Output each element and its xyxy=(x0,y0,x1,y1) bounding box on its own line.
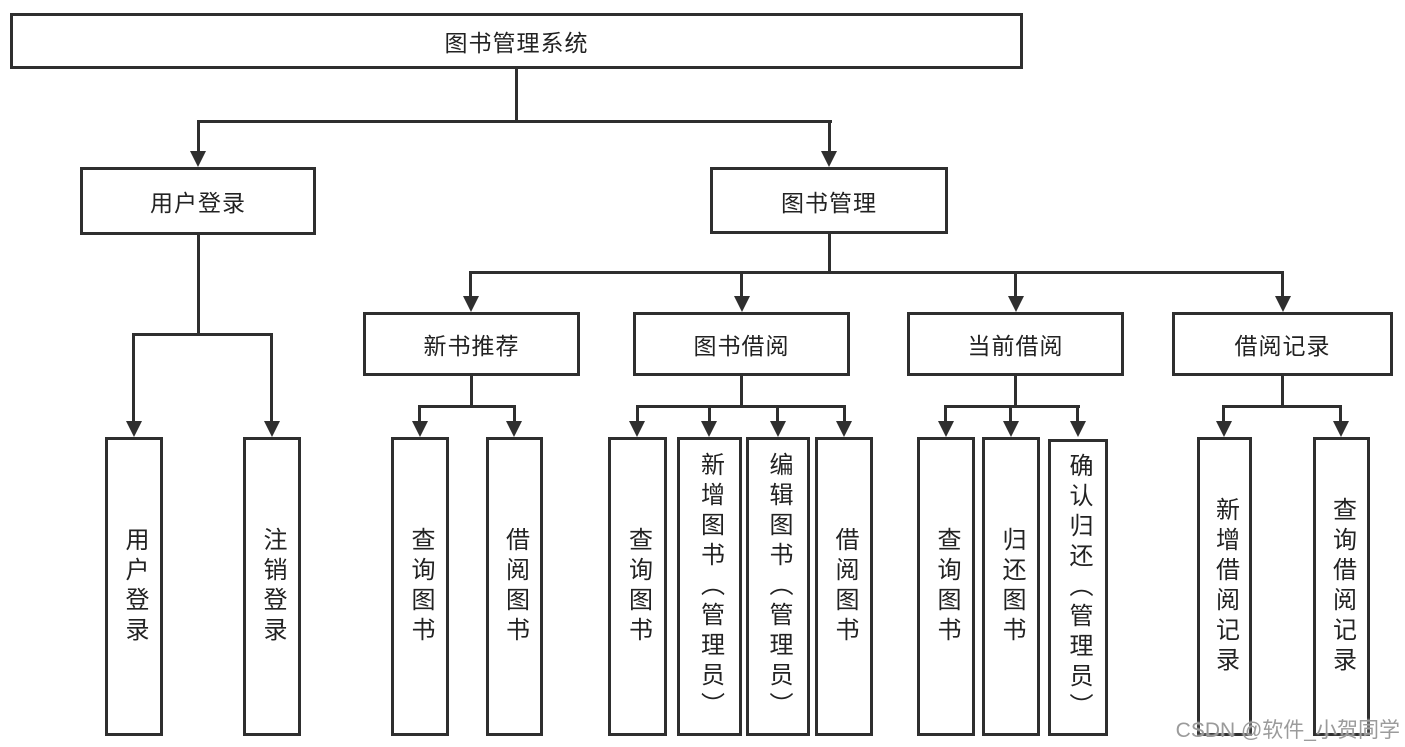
connector-line xyxy=(944,405,947,423)
connector-line xyxy=(944,405,1080,408)
leaf-node-logout: 注销登录 xyxy=(243,437,301,736)
connector-line xyxy=(132,333,273,336)
arrow-down-icon xyxy=(629,421,645,437)
connector-line xyxy=(515,68,518,123)
connector-line xyxy=(418,405,421,423)
connector-line xyxy=(132,333,135,423)
section-node-book-borrowing: 图书借阅 xyxy=(633,312,850,376)
connector-line xyxy=(636,405,639,423)
connector-line xyxy=(513,405,516,423)
connector-line xyxy=(1281,271,1284,298)
connector-line xyxy=(843,405,846,423)
branch-node-user-login: 用户登录 xyxy=(80,167,316,235)
connector-line xyxy=(470,376,473,407)
connector-line xyxy=(469,271,1284,274)
connector-line xyxy=(270,333,273,423)
connector-line xyxy=(197,120,832,123)
arrow-down-icon xyxy=(1333,421,1349,437)
branch-node-book-management: 图书管理 xyxy=(710,167,948,234)
arrow-down-icon xyxy=(1008,296,1024,312)
leaf-node-confirm-return-admin: 确认归还（管理员） xyxy=(1048,439,1108,736)
section-node-current-borrowing: 当前借阅 xyxy=(907,312,1124,376)
arrow-down-icon xyxy=(770,421,786,437)
connector-line xyxy=(1014,271,1017,298)
arrow-down-icon xyxy=(506,421,522,437)
root-node-book-management-system: 图书管理系统 xyxy=(10,13,1023,69)
connector-line xyxy=(1339,405,1342,423)
leaf-node-query-books: 查询图书 xyxy=(917,437,975,736)
arrow-down-icon xyxy=(821,151,837,167)
section-node-new-book-recommendation: 新书推荐 xyxy=(363,312,580,376)
section-node-borrowing-records: 借阅记录 xyxy=(1172,312,1393,376)
connector-line xyxy=(1014,376,1017,407)
leaf-node-user-login: 用户登录 xyxy=(105,437,163,736)
connector-line xyxy=(708,405,711,423)
connector-line xyxy=(1222,405,1225,423)
csdn-watermark: CSDN @软件_小贺同学 xyxy=(1175,719,1400,742)
arrow-down-icon xyxy=(1275,296,1291,312)
connector-line xyxy=(740,271,743,298)
arrow-down-icon xyxy=(1003,421,1019,437)
arrow-down-icon xyxy=(836,421,852,437)
connector-line xyxy=(197,235,200,335)
leaf-node-edit-books-admin: 编辑图书（管理员） xyxy=(746,437,810,736)
leaf-node-borrow-books: 借阅图书 xyxy=(815,437,873,736)
connector-line xyxy=(1009,405,1012,423)
connector-line xyxy=(828,234,831,274)
arrow-down-icon xyxy=(190,151,206,167)
connector-line xyxy=(776,405,779,423)
leaf-node-return-books: 归还图书 xyxy=(982,437,1040,736)
arrow-down-icon xyxy=(1216,421,1232,437)
connector-line xyxy=(418,405,516,408)
leaf-node-add-borrow-record: 新增借阅记录 xyxy=(1197,437,1252,736)
connector-line xyxy=(636,405,846,408)
leaf-node-query-borrow-record: 查询借阅记录 xyxy=(1313,437,1370,736)
arrow-down-icon xyxy=(126,421,142,437)
connector-line xyxy=(740,376,743,407)
connector-line xyxy=(1076,405,1079,423)
arrow-down-icon xyxy=(463,296,479,312)
connector-line xyxy=(1222,405,1342,408)
leaf-node-borrow-books: 借阅图书 xyxy=(486,437,543,736)
arrow-down-icon xyxy=(701,421,717,437)
connector-line xyxy=(828,120,831,153)
arrow-down-icon xyxy=(938,421,954,437)
arrow-down-icon xyxy=(734,296,750,312)
connector-line xyxy=(197,120,200,153)
arrow-down-icon xyxy=(264,421,280,437)
leaf-node-query-books: 查询图书 xyxy=(608,437,667,736)
arrow-down-icon xyxy=(1070,421,1086,437)
leaf-node-query-books: 查询图书 xyxy=(391,437,449,736)
leaf-node-add-books-admin: 新增图书（管理员） xyxy=(677,437,742,736)
connector-line xyxy=(469,271,472,298)
arrow-down-icon xyxy=(412,421,428,437)
connector-line xyxy=(1281,376,1284,407)
